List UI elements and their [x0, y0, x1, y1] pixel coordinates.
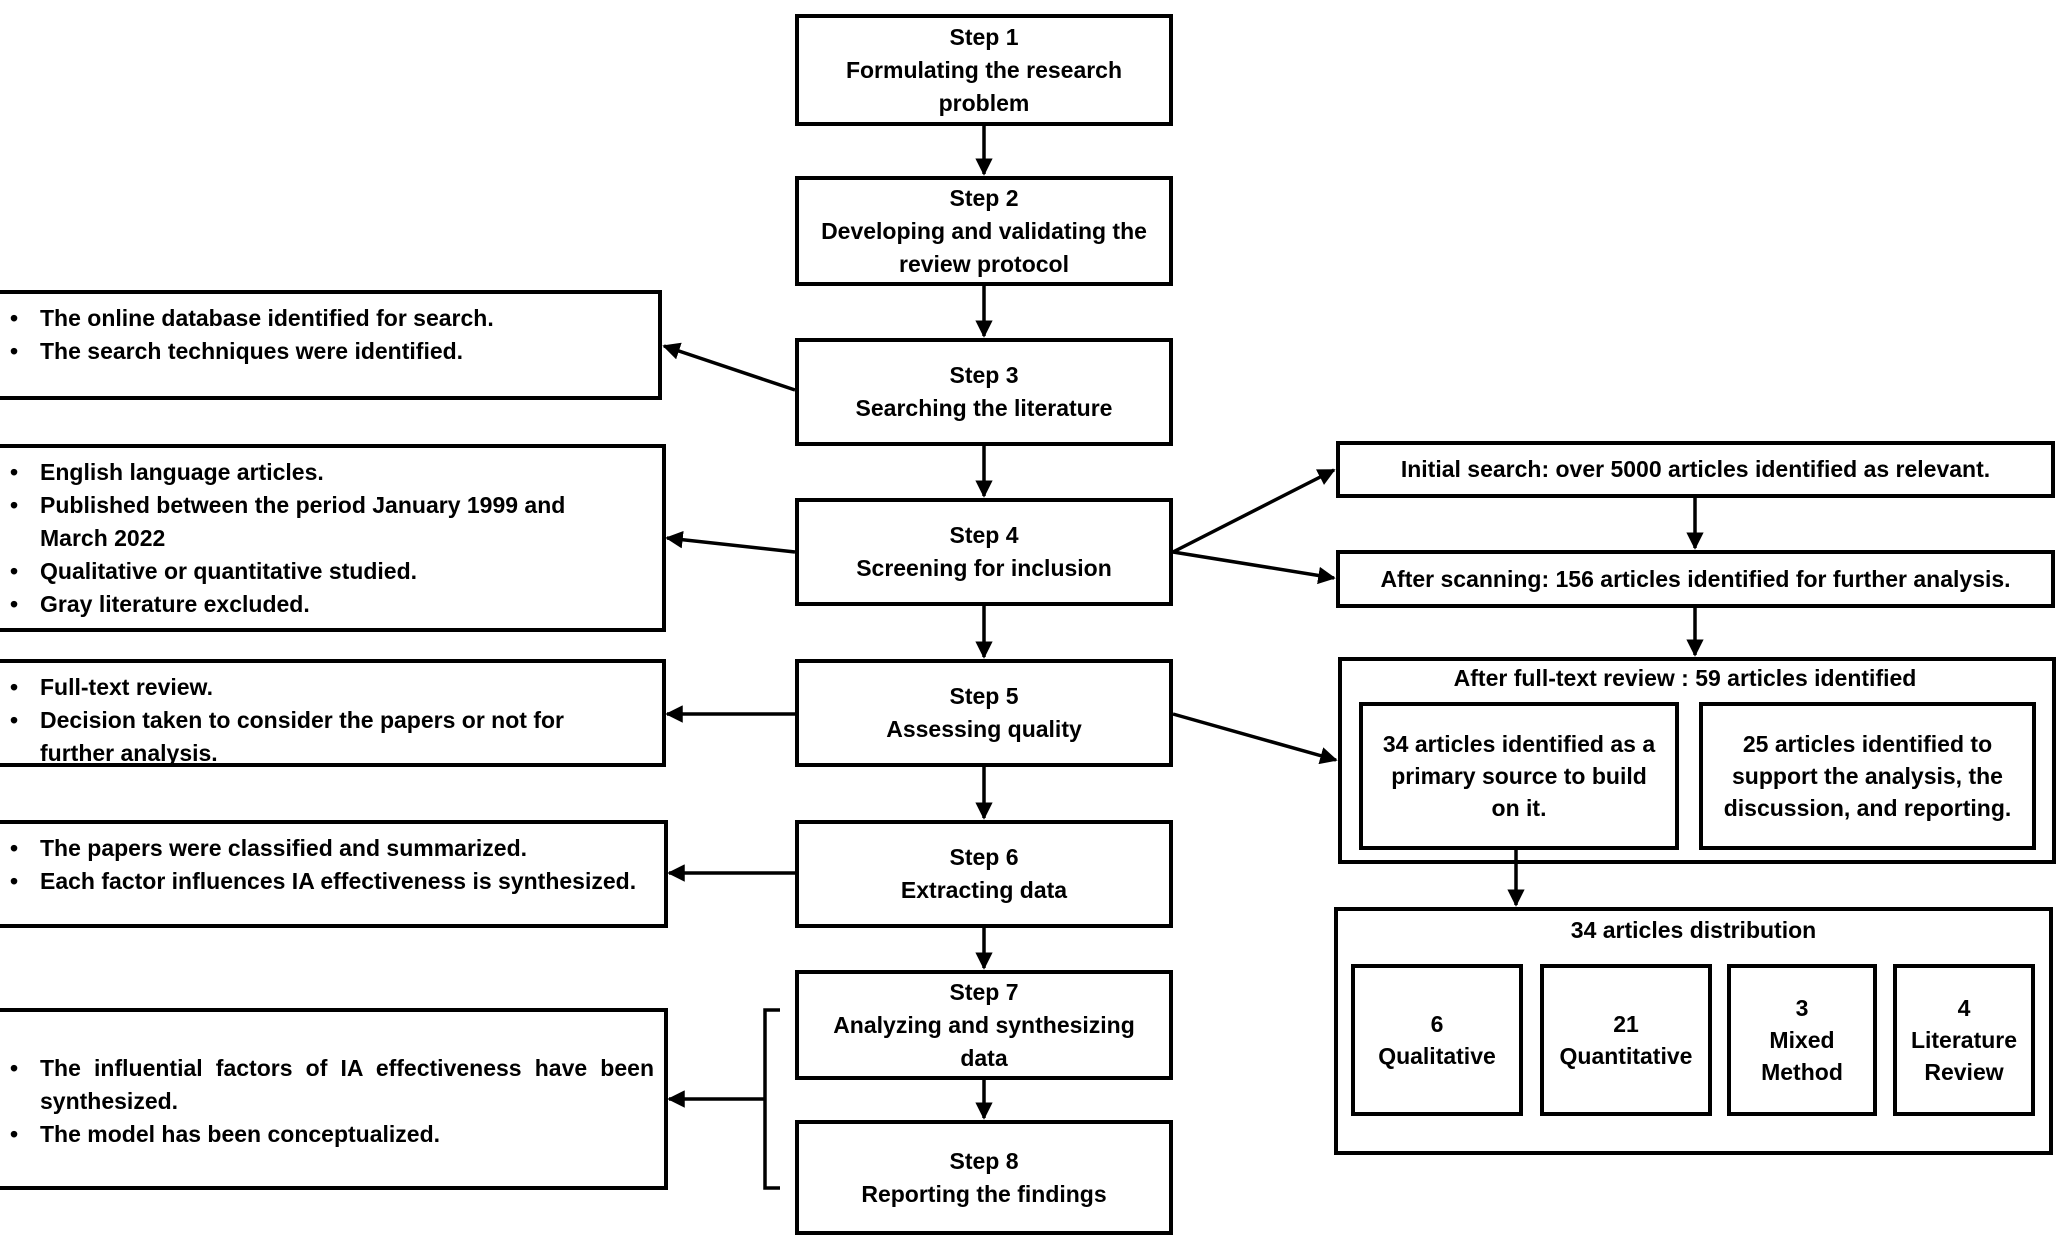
note-item: Gray literature excluded. — [10, 588, 652, 621]
support-line-1: 25 articles identified to — [1742, 731, 1993, 757]
step-3-box: Step 3 Searching the literature — [795, 338, 1173, 446]
full-text-review-title: After full-text review : 59 articles ide… — [1453, 665, 1917, 691]
distribution-quantitative: 21 Quantitative — [1540, 964, 1712, 1116]
step-6-number: Step 6 — [949, 844, 1019, 870]
distribution-count: 4 — [1957, 995, 1971, 1021]
distribution-label: Mixed — [1769, 1027, 1835, 1053]
step-7-title-line-2: data — [960, 1044, 1008, 1071]
arrow-step5-fulltext — [1172, 712, 1338, 765]
step-1-box: Step 1 Formulating the research problem — [795, 14, 1173, 126]
after-scanning-text: After scanning: 156 articles identified … — [1380, 565, 2011, 592]
step-5-notes: Full-text review. Decision taken to cons… — [0, 659, 666, 767]
step-3-notes: The online database identified for searc… — [0, 290, 662, 400]
support-box: 25 articles identified to support the an… — [1699, 702, 2036, 850]
distribution-count: 6 — [1430, 1011, 1444, 1037]
distribution-label: Quantitative — [1559, 1043, 1693, 1069]
step-7-title-line-1: Analyzing and synthesizing — [833, 1011, 1135, 1038]
step-7-number: Step 7 — [949, 978, 1019, 1005]
step-2-number: Step 2 — [949, 184, 1019, 211]
note-item: Each factor influences IA effectiveness … — [10, 865, 654, 898]
distribution-label: Literature — [1910, 1027, 2018, 1053]
initial-search-box: Initial search: over 5000 articles ident… — [1336, 441, 2055, 498]
step-4-title: Screening for inclusion — [856, 555, 1112, 581]
support-line-2: support the analysis, the — [1732, 763, 2003, 789]
arrow-step4-scanning — [1172, 550, 1336, 585]
step-6-title: Extracting data — [900, 877, 1068, 903]
note-item: The influential factors of IA effectiven… — [10, 1052, 654, 1118]
step-5-title: Assessing quality — [886, 716, 1082, 742]
step-3-title: Searching the literature — [855, 395, 1113, 421]
step-4-number: Step 4 — [949, 522, 1019, 548]
initial-search-text: Initial search: over 5000 articles ident… — [1400, 456, 1991, 482]
step-7-8-notes: The influential factors of IA effectiven… — [0, 1008, 668, 1190]
step-3-number: Step 3 — [949, 362, 1019, 388]
step-2-box: Step 2 Developing and validating the rev… — [795, 176, 1173, 286]
distribution-label: Method — [1761, 1059, 1843, 1085]
primary-line-3: on it. — [1491, 795, 1547, 821]
note-item: The papers were classified and summarize… — [10, 832, 654, 865]
step-1-title-line-2: problem — [938, 89, 1030, 116]
note-item: The search techniques were identified. — [10, 335, 648, 368]
step-1-number: Step 1 — [949, 23, 1019, 50]
after-scanning-box: After scanning: 156 articles identified … — [1336, 550, 2055, 608]
distribution-count: 3 — [1795, 995, 1809, 1021]
step-8-box: Step 8 Reporting the findings — [795, 1120, 1173, 1235]
note-item: Decision taken to consider the papers or… — [10, 704, 652, 770]
step-6-notes: The papers were classified and summarize… — [0, 820, 668, 928]
arrow-step4-initial — [1172, 468, 1336, 554]
step-2-title-line-2: review protocol — [899, 250, 1069, 277]
step-4-notes: English language articles. Published bet… — [0, 444, 666, 632]
bracket-step7-8 — [763, 1008, 780, 1190]
support-line-3: discussion, and reporting. — [1723, 795, 2012, 821]
distribution-qualitative: 6 Qualitative — [1351, 964, 1523, 1116]
step-1-title-line-1: Formulating the research — [845, 56, 1123, 83]
note-item: Published between the period January 199… — [10, 489, 652, 555]
distribution-literature-review: 4 Literature Review — [1893, 964, 2035, 1116]
step-7-box: Step 7 Analyzing and synthesizing data — [795, 970, 1173, 1080]
step-2-title-line-1: Developing and validating the — [821, 217, 1147, 244]
step-5-box: Step 5 Assessing quality — [795, 659, 1173, 767]
step-6-box: Step 6 Extracting data — [795, 820, 1173, 928]
arrow-step4-notes — [665, 531, 796, 554]
step-4-box: Step 4 Screening for inclusion — [795, 498, 1173, 606]
step-8-number: Step 8 — [949, 1147, 1019, 1174]
primary-line-1: 34 articles identified as a — [1382, 731, 1656, 757]
note-item: English language articles. — [10, 456, 652, 489]
distribution-label: Review — [1924, 1059, 2004, 1085]
distribution-label: Qualitative — [1378, 1043, 1496, 1069]
primary-source-box: 34 articles identified as a primary sour… — [1359, 702, 1679, 850]
step-5-number: Step 5 — [949, 683, 1019, 709]
distribution-count: 21 — [1613, 1011, 1639, 1037]
note-item: The online database identified for searc… — [10, 302, 648, 335]
note-item: Full-text review. — [10, 671, 652, 704]
step-8-title: Reporting the findings — [861, 1180, 1107, 1207]
distribution-title: 34 articles distribution — [1570, 917, 1817, 943]
distribution-group: 34 articles distribution 6 Qualitative 2… — [1334, 907, 2053, 1155]
primary-line-2: primary source to build — [1391, 763, 1647, 789]
full-text-review-group: After full-text review : 59 articles ide… — [1338, 657, 2056, 864]
note-item: Qualitative or quantitative studied. — [10, 555, 652, 588]
note-item: The model has been conceptualized. — [10, 1118, 654, 1151]
arrow-step3-notes — [662, 342, 796, 392]
distribution-mixed-method: 3 Mixed Method — [1727, 964, 1877, 1116]
